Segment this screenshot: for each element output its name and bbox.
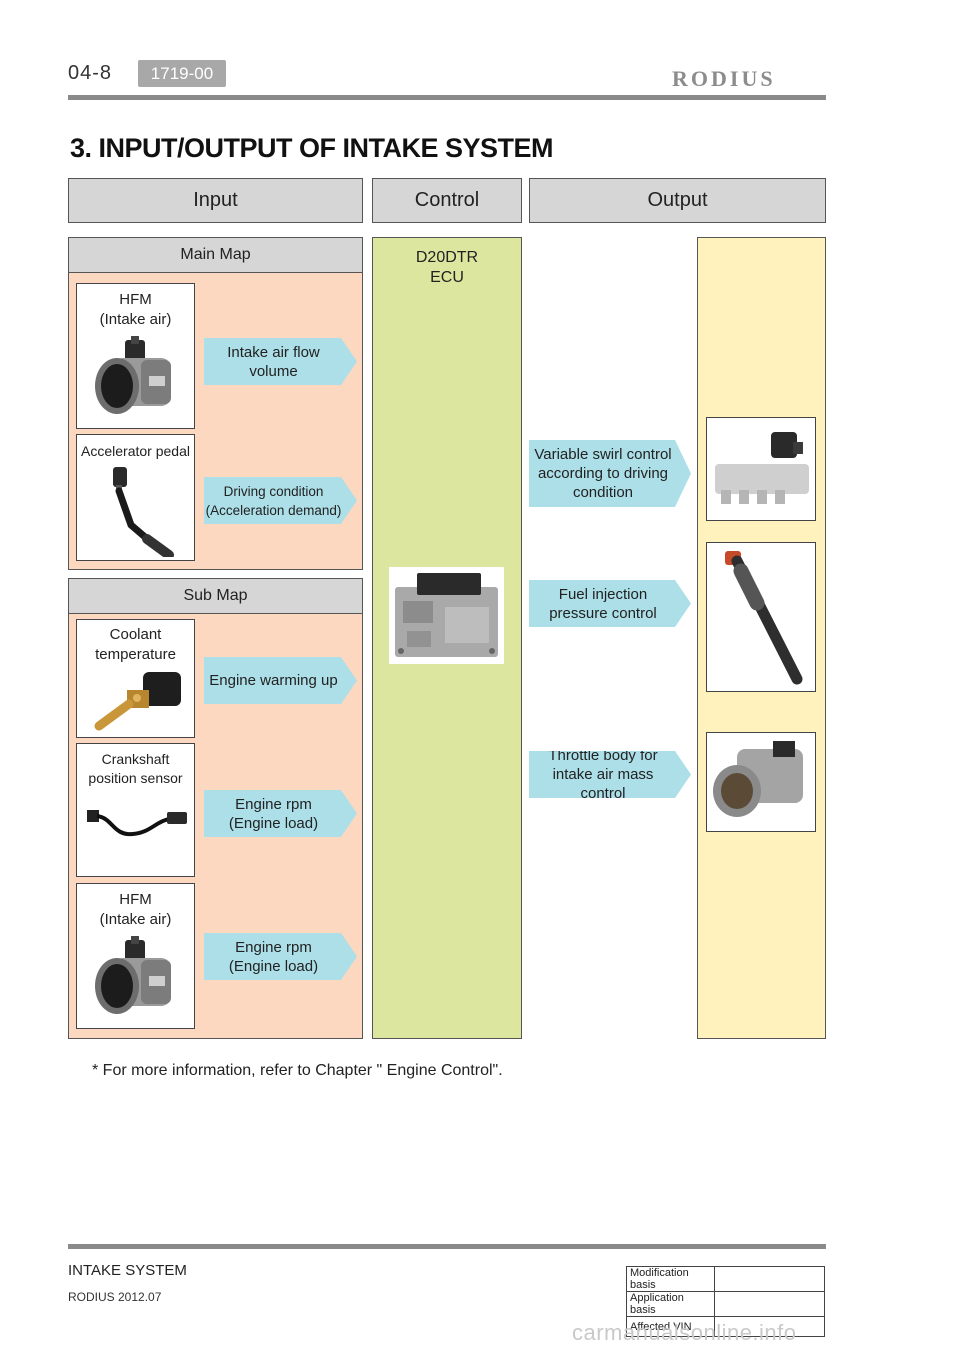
input-column-header: Input [68,178,363,223]
page-title: 3. INPUT/OUTPUT OF INTAKE SYSTEM [70,133,554,163]
sensor-label: Accelerator pedal [81,443,190,459]
main-map-title: Main Map [69,238,362,273]
intake-manifold-card [706,417,816,521]
sensor-label: HFM (Intake air) [99,291,172,328]
watermark: carmanualsonline.info [572,1320,797,1345]
variable-swirl-control-arrow: Variable swirl control according to driv… [529,440,691,507]
ecu-label: D20DTR ECU [415,249,479,286]
hfm-sensor-image [95,936,171,1014]
engine-rpm-signal-arrow-1: Engine rpm (Engine load) [204,790,357,837]
intake-manifold-image [715,432,809,504]
fuel-injection-pressure-arrow: Fuel injection pressure control [529,580,691,627]
info-value [714,1266,825,1292]
modification-info-table: Modification basis Application basis Aff… [626,1266,825,1337]
sensor-label: Coolant temperature [95,626,176,663]
info-value [714,1316,825,1337]
engine-warming-up-signal-arrow: Engine warming up [204,657,357,704]
header-divider [68,95,826,100]
footer-date: RODIUS 2012.07 [68,1290,162,1304]
crankshaft-position-sensor-card: Crankshaft position sensor [76,743,195,877]
sensor-label: HFM (Intake air) [99,891,172,928]
info-label: Application basis [626,1291,715,1317]
hfm-sensor-card-2: HFM (Intake air) [76,883,195,1029]
control-column-header: Control [372,178,522,223]
driving-condition-signal-arrow: Driving condition (Acceleration demand) [204,477,357,524]
engine-rpm-signal-arrow-2: Engine rpm (Engine load) [204,933,357,980]
intake-air-flow-signal-arrow: Intake air flow volume [204,338,357,385]
info-label: Affected VIN [626,1316,715,1337]
ecu-image [389,567,504,664]
table-row: Modification basis [626,1266,825,1292]
hfm-sensor-card: HFM (Intake air) [76,283,195,429]
table-row: Affected VIN [626,1316,825,1337]
injector-card [706,542,816,692]
footer-divider [68,1244,826,1249]
footer-section-title: INTAKE SYSTEM [68,1262,187,1279]
section-code-badge: 1719-00 [138,60,226,87]
hfm-sensor-image [95,336,171,414]
sensor-label: Crankshaft position sensor [88,751,183,786]
injector-image [725,551,803,685]
info-label: Modification basis [626,1266,715,1292]
sub-map-title: Sub Map [69,579,362,614]
table-row: Application basis [626,1291,825,1317]
throttle-body-card [706,732,816,832]
accelerator-pedal-card: Accelerator pedal [76,434,195,561]
coolant-temperature-card: Coolant temperature [76,619,195,738]
coolant-sensor-image [94,672,181,731]
info-value [714,1291,825,1317]
crankshaft-sensor-image [87,810,187,837]
reference-note: * For more information, refer to Chapter… [92,1062,503,1079]
page-number: 04-8 [68,62,113,84]
brand-logo: RODIUS [672,66,776,91]
accelerator-pedal-image [113,467,174,557]
throttle-body-control-arrow: Throttle body for intake air mass contro… [529,751,691,798]
throttle-body-image [713,741,803,817]
output-column-header: Output [529,178,826,223]
